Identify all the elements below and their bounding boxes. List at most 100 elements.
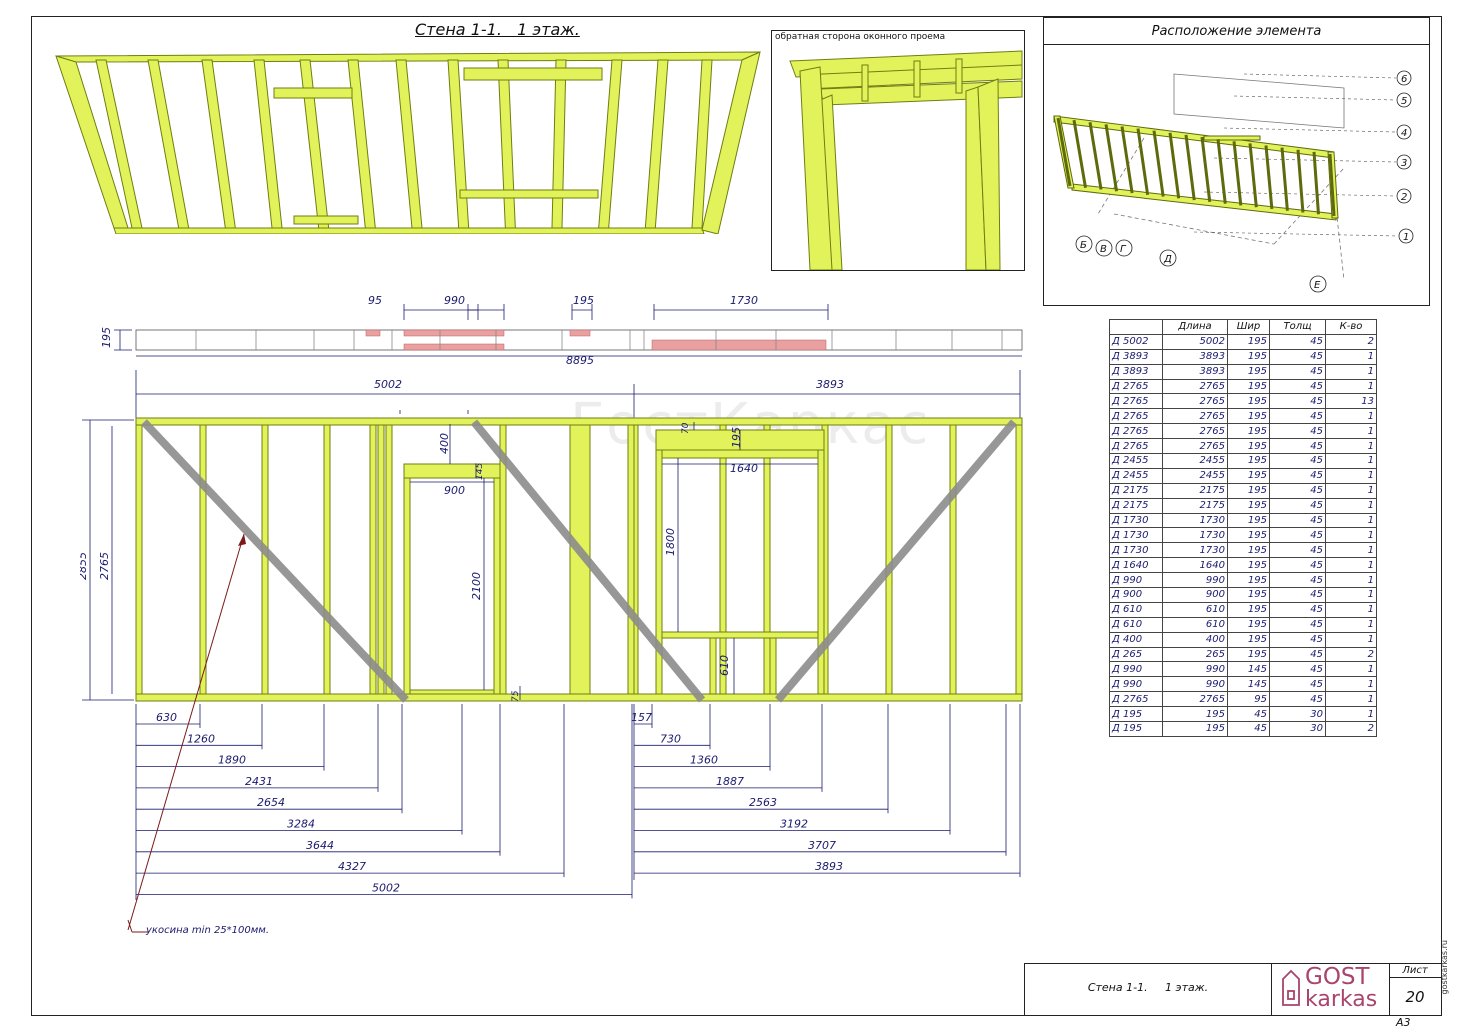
- dim-70: 70: [681, 422, 691, 434]
- stud-3d: [347, 59, 376, 229]
- plan-dim-total: 8895: [566, 354, 594, 367]
- spec-cell: 45: [1269, 408, 1326, 425]
- spec-cell: 610: [1162, 601, 1228, 618]
- dim-900: 900: [444, 484, 465, 497]
- axis-label: Е: [1314, 280, 1321, 291]
- spec-header-0: [1109, 319, 1163, 335]
- sheet-title: Стена 1-1. 1 этаж.: [415, 20, 580, 39]
- stud: [627, 424, 635, 695]
- stud: [1015, 424, 1023, 695]
- loc-stud: [1104, 124, 1119, 192]
- stud-3d: [447, 59, 470, 229]
- window-back-inset: обратная сторона оконного проема: [771, 30, 1025, 271]
- run-dim-right: 3893: [815, 860, 843, 873]
- run-dim-right: 3192: [780, 818, 808, 831]
- spec-cell: 1: [1325, 616, 1377, 633]
- dim-2765: 2765: [98, 552, 111, 580]
- stud-3d: [497, 59, 516, 229]
- loc-stud: [1280, 147, 1289, 211]
- brand-logo: [1281, 967, 1301, 1007]
- spec-cell: Д 5002: [1109, 333, 1163, 350]
- spec-cell: 1: [1325, 423, 1377, 440]
- loc-stud: [1296, 149, 1305, 213]
- run-dim-left: 1890: [218, 754, 246, 767]
- spec-cell: 900: [1162, 587, 1228, 603]
- brand-gost: GOST: [1305, 964, 1370, 990]
- spec-cell: 195: [1227, 587, 1270, 603]
- spec-header-2: Шир: [1227, 319, 1270, 335]
- plan-dim-195: 195: [573, 294, 594, 307]
- spec-cell: 45: [1269, 497, 1326, 514]
- spec-cell: 45: [1269, 348, 1326, 365]
- stud-3d: [395, 59, 423, 229]
- spec-cell: 1: [1325, 661, 1377, 678]
- sheet-label: Лист: [1402, 965, 1428, 976]
- spec-cell: 1: [1325, 587, 1377, 603]
- axis-bubble: [1095, 239, 1113, 257]
- loc-stud: [1120, 126, 1134, 194]
- spec-cell: 1: [1325, 676, 1377, 693]
- stud-3d: [598, 59, 623, 229]
- loc-stud: [1152, 130, 1165, 197]
- axis-label: Б: [1080, 240, 1087, 251]
- spec-cell: 1: [1325, 631, 1377, 648]
- run-dim-left: 4327: [338, 860, 366, 873]
- spec-cell: Д 265: [1109, 646, 1163, 663]
- brand-karkas: karkas: [1305, 987, 1378, 1012]
- spec-cell: 195: [1162, 706, 1228, 723]
- loc-stud: [1072, 119, 1088, 189]
- spec-cell: 1: [1325, 572, 1377, 589]
- spec-cell: Д 195: [1109, 706, 1163, 723]
- spec-cell: 195: [1227, 616, 1270, 633]
- stud: [385, 424, 393, 695]
- spec-cell: 195: [1227, 348, 1270, 365]
- spec-cell: Д 2765: [1109, 393, 1163, 410]
- spec-cell: 195: [1227, 453, 1270, 469]
- stamp-name: Стена 1-1. 1 этаж.: [1087, 981, 1209, 994]
- spec-cell: 2765: [1162, 393, 1228, 410]
- cripple-stud: [769, 637, 777, 695]
- spec-cell: 13: [1325, 393, 1377, 410]
- spec-cell: Д 1640: [1109, 557, 1163, 574]
- spec-cell: 45: [1269, 393, 1326, 410]
- spec-cell: 45: [1269, 572, 1326, 589]
- axis-bubble: [1115, 239, 1133, 257]
- run-dim-left: 3284: [287, 818, 315, 831]
- spec-cell: 45: [1269, 333, 1326, 350]
- overall-dimensions: 5002 3893: [135, 370, 1021, 418]
- plan-dim-1730: 1730: [730, 294, 758, 307]
- location-title: Расположение элемента: [1151, 24, 1322, 39]
- spec-cell: 610: [1162, 616, 1228, 633]
- run-dim-left: 2654: [257, 796, 285, 809]
- stud-3d: [147, 59, 190, 229]
- loc-stud: [1264, 145, 1274, 210]
- dim-1800: 1800: [664, 528, 677, 556]
- spec-cell: 195: [1227, 631, 1270, 648]
- spec-cell: 45: [1269, 616, 1326, 633]
- spec-cell: 30: [1269, 721, 1326, 737]
- spec-cell: 1: [1325, 438, 1377, 455]
- spec-cell: 2765: [1162, 378, 1228, 395]
- spec-cell: Д 195: [1109, 721, 1163, 737]
- axis-number: 3: [1401, 158, 1407, 169]
- axis-bubble: [1396, 70, 1412, 86]
- spec-cell: 195: [1227, 423, 1270, 440]
- wall-elevation: 2855 2765 630 400 1: [80, 410, 1023, 930]
- axis-bubble: [1396, 124, 1412, 140]
- spec-cell: 195: [1227, 497, 1270, 514]
- spec-cell: 195: [1227, 601, 1270, 618]
- run-dim-left: 2431: [245, 775, 273, 788]
- loc-stud: [1232, 141, 1243, 206]
- spec-cell: 2175: [1162, 497, 1228, 514]
- spec-cell: 45: [1269, 646, 1326, 663]
- spec-cell: 195: [1227, 363, 1270, 380]
- spec-cell: Д 1730: [1109, 542, 1163, 559]
